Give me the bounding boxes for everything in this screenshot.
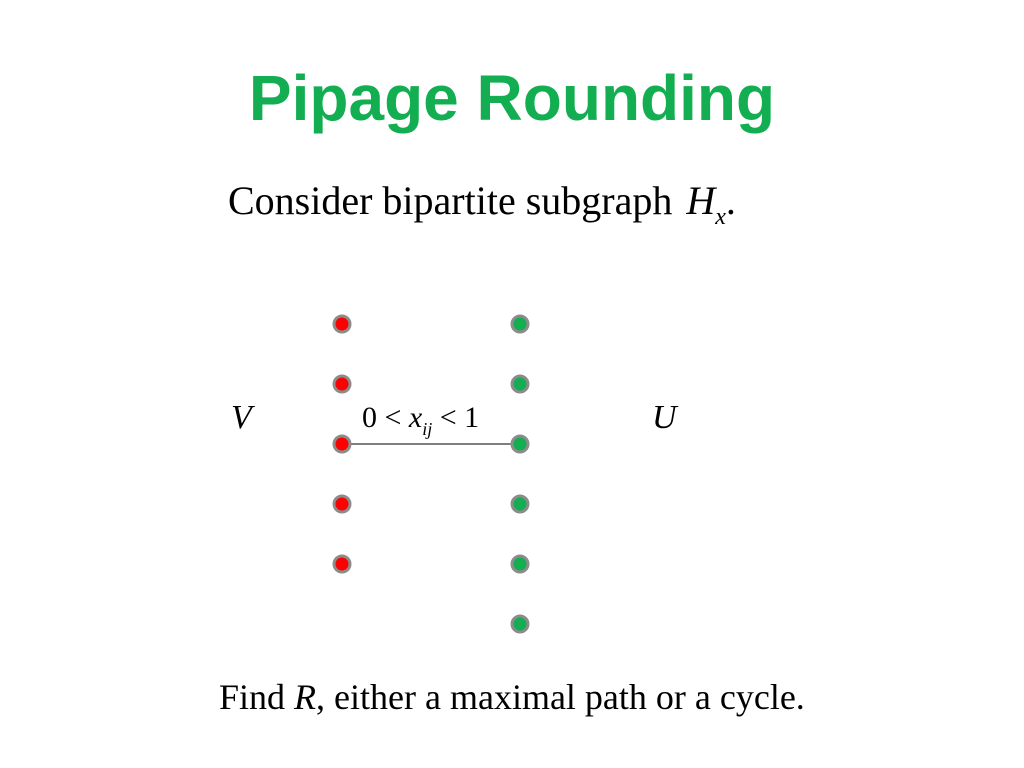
left-node-4 [332, 494, 352, 514]
right-node-2 [510, 374, 530, 394]
right-node-3 [510, 434, 530, 454]
edge-label: 0 < xij < 1 [362, 401, 479, 439]
edge-label-subscript: ij [422, 419, 432, 439]
right-set-label: U [652, 399, 679, 436]
left-node-column [332, 314, 352, 574]
right-node-4 [510, 494, 530, 514]
footer-suffix: , either a maximal path or a cycle. [316, 677, 805, 717]
right-node-column [510, 314, 530, 634]
right-node-5 [510, 554, 530, 574]
subtitle-var: H [686, 178, 716, 223]
left-set-label: V [231, 399, 256, 436]
edge-label-suffix: < 1 [432, 401, 479, 434]
right-node-1 [510, 314, 530, 334]
footer-prefix: Find [219, 677, 295, 717]
left-node-3 [332, 434, 352, 454]
edge-label-prefix: 0 < [362, 401, 409, 434]
right-node-6 [510, 614, 530, 634]
slide-title: Pipage Rounding [248, 62, 776, 134]
subtitle-suffix: . [725, 178, 736, 223]
left-node-5 [332, 554, 352, 574]
left-node-2 [332, 374, 352, 394]
edge-label-var: x [408, 401, 423, 434]
left-node-1 [332, 314, 352, 334]
slide-footer: Find R, either a maximal path or a cycle… [219, 674, 805, 720]
subtitle-prefix: Consider bipartite subgraph [228, 178, 673, 223]
slide-subtitle: Consider bipartite subgraph Hx. [228, 176, 736, 242]
footer-var: R [294, 677, 317, 717]
subtitle-subscript: x [715, 204, 726, 230]
